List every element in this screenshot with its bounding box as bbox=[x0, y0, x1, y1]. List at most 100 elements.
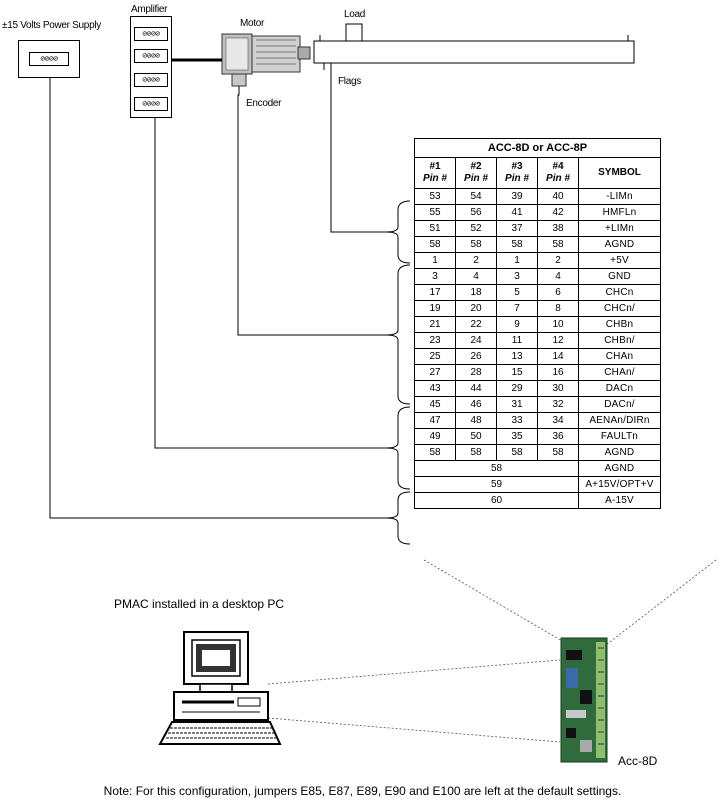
column-header-3: #3 Pin # bbox=[496, 157, 538, 189]
symbol-cell: -LIMn bbox=[578, 188, 661, 205]
pin-cell: 9 bbox=[496, 316, 538, 333]
encoder-label: Encoder bbox=[246, 98, 282, 109]
pin-cell: 49 bbox=[414, 428, 456, 445]
pin-cell: 58 bbox=[496, 444, 538, 461]
pin-cell: 28 bbox=[455, 364, 497, 381]
pin-cell: 52 bbox=[455, 220, 497, 237]
pin-cell: 7 bbox=[496, 300, 538, 317]
column-header-2-num: #2 bbox=[470, 161, 482, 172]
pin-cell: 10 bbox=[537, 316, 579, 333]
pin-cell: 35 bbox=[496, 428, 538, 445]
pin-cell: 31 bbox=[496, 396, 538, 413]
pin-cell: 4 bbox=[455, 268, 497, 285]
symbol-header: SYMBOL bbox=[578, 157, 661, 189]
symbol-cell: +LIMn bbox=[578, 220, 661, 237]
bracket-group bbox=[385, 200, 411, 545]
pin-cell: 47 bbox=[414, 412, 456, 429]
symbol-cell: AENAn/DIRn bbox=[578, 412, 661, 429]
column-header-4-num: #4 bbox=[552, 161, 564, 172]
symbol-cell: DACn/ bbox=[578, 396, 661, 413]
pin-cell: 2 bbox=[537, 252, 579, 269]
pin-cell: 11 bbox=[496, 332, 538, 349]
symbol-cell: CHBn/ bbox=[578, 332, 661, 349]
pmac-caption: PMAC installed in a desktop PC bbox=[114, 597, 285, 611]
symbol-cell: +5V bbox=[578, 252, 661, 269]
pin-cell: 27 bbox=[414, 364, 456, 381]
pin-cell: 33 bbox=[496, 412, 538, 429]
pin-cell: 58 bbox=[455, 236, 497, 253]
flags-wire bbox=[330, 70, 386, 233]
bracket-power bbox=[385, 491, 411, 545]
pin-cell: 54 bbox=[455, 188, 497, 205]
pin-cell: 43 bbox=[414, 380, 456, 397]
pin-cell: 18 bbox=[455, 284, 497, 301]
symbol-cell: CHCn bbox=[578, 284, 661, 301]
column-header-1-pin: Pin # bbox=[423, 173, 447, 184]
column-header-3-num: #3 bbox=[511, 161, 523, 172]
pin-cell: 40 bbox=[537, 188, 579, 205]
pin-table-title: ACC-8D or ACC-8P bbox=[414, 138, 661, 158]
pc-cable-top bbox=[267, 659, 561, 685]
symbol-cell: A+15V/OPT+V bbox=[578, 476, 661, 493]
pin-cell: 25 bbox=[414, 348, 456, 365]
pin-cell: 4 bbox=[537, 268, 579, 285]
pin-cell: 41 bbox=[496, 204, 538, 221]
pin-cell: 14 bbox=[537, 348, 579, 365]
flags-label: Flags bbox=[338, 76, 361, 87]
amplifier-label: Amplifier bbox=[131, 4, 168, 15]
column-header-4-pin: Pin # bbox=[546, 173, 570, 184]
pin-cell: 58 bbox=[537, 236, 579, 253]
power-supply-terminal: ⊘⊘⊘⊘ bbox=[29, 52, 69, 66]
symbol-cell: FAULTn bbox=[578, 428, 661, 445]
pin-cell: 42 bbox=[537, 204, 579, 221]
pin-cell: 39 bbox=[496, 188, 538, 205]
pin-cell: 1 bbox=[496, 252, 538, 269]
motor-label: Motor bbox=[240, 18, 265, 29]
column-header-4: #4 Pin # bbox=[537, 157, 579, 189]
pin-cell: 44 bbox=[455, 380, 497, 397]
power-supply-wire bbox=[49, 78, 386, 519]
pin-cell-merged: 60 bbox=[414, 492, 579, 509]
pin-cell: 38 bbox=[537, 220, 579, 237]
column-header-1-num: #1 bbox=[429, 161, 441, 172]
amplifier-terminal-1: ⊘⊘⊘⊘ bbox=[134, 27, 168, 41]
pin-cell: 17 bbox=[414, 284, 456, 301]
column-header-2: #2 Pin # bbox=[455, 157, 497, 189]
symbol-cell: DACn bbox=[578, 380, 661, 397]
pin-cell-merged: 59 bbox=[414, 476, 579, 493]
pin-cell: 8 bbox=[537, 300, 579, 317]
pin-cell: 12 bbox=[537, 332, 579, 349]
symbol-cell: CHAn/ bbox=[578, 364, 661, 381]
bracket-encoder bbox=[385, 264, 411, 405]
pin-cell: 19 bbox=[414, 300, 456, 317]
pin-cell: 5 bbox=[496, 284, 538, 301]
pin-cell: 58 bbox=[455, 444, 497, 461]
power-supply-label: ±15 Volts Power Supply bbox=[2, 20, 101, 31]
pin-cell: 48 bbox=[455, 412, 497, 429]
pin-cell: 29 bbox=[496, 380, 538, 397]
pin-cell: 56 bbox=[455, 204, 497, 221]
pin-cell: 51 bbox=[414, 220, 456, 237]
acc8d-board-illustration bbox=[560, 637, 608, 763]
power-supply-box: ⊘⊘⊘⊘ bbox=[18, 40, 80, 78]
pin-cell: 53 bbox=[414, 188, 456, 205]
bracket-flags bbox=[385, 200, 411, 264]
symbol-cell: CHCn/ bbox=[578, 300, 661, 317]
load-block bbox=[345, 23, 363, 42]
pin-cell: 2 bbox=[455, 252, 497, 269]
amplifier-box: ⊘⊘⊘⊘ ⊘⊘⊘⊘ ⊘⊘⊘⊘ ⊘⊘⊘⊘ bbox=[130, 16, 172, 118]
pin-cell: 20 bbox=[455, 300, 497, 317]
